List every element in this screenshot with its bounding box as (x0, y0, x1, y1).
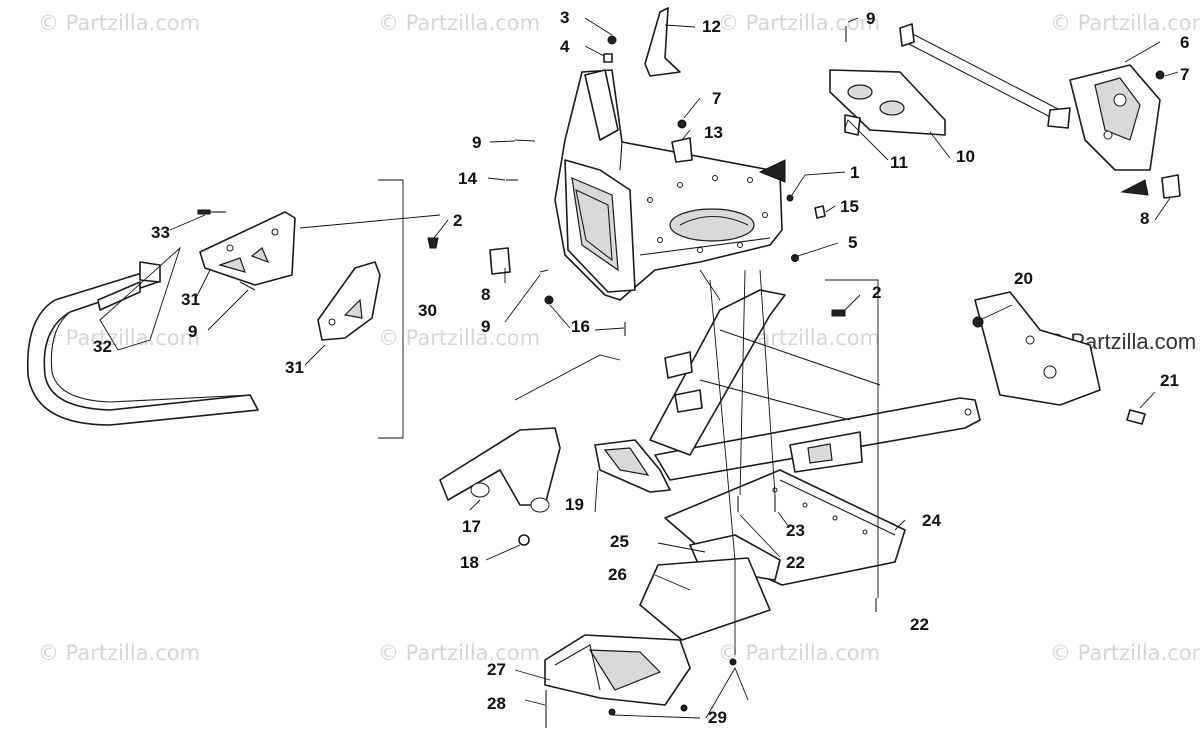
callout-14: 14 (458, 169, 477, 188)
callout-9: 9 (188, 322, 197, 341)
main-frame (594, 289, 981, 493)
watermark: © Partzilla.com (1050, 641, 1200, 665)
callout-7: 7 (1180, 65, 1189, 84)
callout-9: 9 (472, 133, 481, 152)
callout-3: 3 (560, 8, 569, 27)
callout-11: 11 (890, 153, 908, 172)
part-8-bushing (489, 247, 511, 275)
watermark: © Partzilla.com (378, 11, 540, 35)
part-1-upper-frame (554, 69, 783, 301)
callout-27: 27 (487, 660, 506, 679)
watermark: © Partzilla.com (38, 641, 200, 665)
watermark: © Partzilla.com (718, 11, 880, 35)
part-13-bracket (671, 137, 693, 163)
callout-33: 33 (151, 223, 170, 242)
callout-7: 7 (712, 89, 721, 108)
part-8-bushing (1161, 174, 1181, 199)
callout-15: 15 (840, 197, 859, 216)
part-31-left-bracket (199, 211, 296, 286)
callout-5: 5 (848, 233, 857, 252)
watermark: © Partzilla.com (38, 326, 200, 350)
callout-32: 32 (93, 337, 112, 356)
callout-19: 19 (565, 495, 584, 514)
callout-12: 12 (702, 17, 721, 36)
callout-1: 1 (850, 163, 859, 182)
watermark-layer: © Partzilla.com © Partzilla.com © Partzi… (38, 11, 1200, 665)
part-31-right-bracket (317, 261, 381, 341)
callout-4: 4 (560, 37, 570, 56)
group-30-bracket (378, 179, 404, 439)
callout-23: 23 (786, 521, 805, 540)
part-20-gusset (974, 291, 1101, 406)
callout-31: 31 (285, 358, 304, 377)
callout-29: 29 (708, 708, 727, 727)
callout-17: 17 (462, 517, 481, 536)
watermark: © Partzilla.com (378, 326, 540, 350)
part-12-bracket (644, 7, 681, 77)
callout-9: 9 (481, 317, 490, 336)
leader-lines (99, 17, 1179, 719)
watermark: © Partzilla.com (378, 641, 540, 665)
fasteners (197, 26, 1165, 728)
callout-31: 31 (181, 290, 200, 309)
part-17-spindle-bracket (439, 427, 561, 513)
watermark: © Partzilla.com (718, 641, 880, 665)
callout-10: 10 (956, 147, 975, 166)
part-27-lower-bracket (544, 634, 691, 706)
part-6-steering-support (899, 23, 1161, 171)
part-32-bumper (26, 261, 259, 426)
callout-9: 9 (866, 9, 875, 28)
callout-20: 20 (1014, 269, 1033, 288)
callout-28: 28 (487, 694, 506, 713)
callout-26: 26 (608, 565, 627, 584)
watermark: © Partzilla.com (38, 11, 200, 35)
callout-6: 6 (1180, 33, 1189, 52)
callout-labels: 3 4 12 9 7 13 9 14 6 7 11 10 8 1 15 5 2 … (93, 8, 1189, 727)
callout-22: 22 (786, 553, 805, 572)
callout-13: 13 (704, 123, 723, 142)
callout-22: 22 (910, 615, 929, 634)
watermark: © Partzilla.com (1050, 11, 1200, 35)
callout-18: 18 (460, 553, 479, 572)
callout-25: 25 (610, 532, 629, 551)
part-26-skid-plate (639, 557, 771, 641)
callout-8: 8 (481, 285, 490, 304)
callout-21: 21 (1160, 371, 1179, 390)
callout-2: 2 (453, 211, 462, 230)
callout-30: 30 (418, 301, 437, 320)
part-10-mount-plate (829, 69, 946, 136)
callout-8: 8 (1140, 209, 1149, 228)
callout-16: 16 (571, 317, 590, 336)
callout-2: 2 (872, 283, 881, 302)
callout-24: 24 (922, 511, 941, 530)
